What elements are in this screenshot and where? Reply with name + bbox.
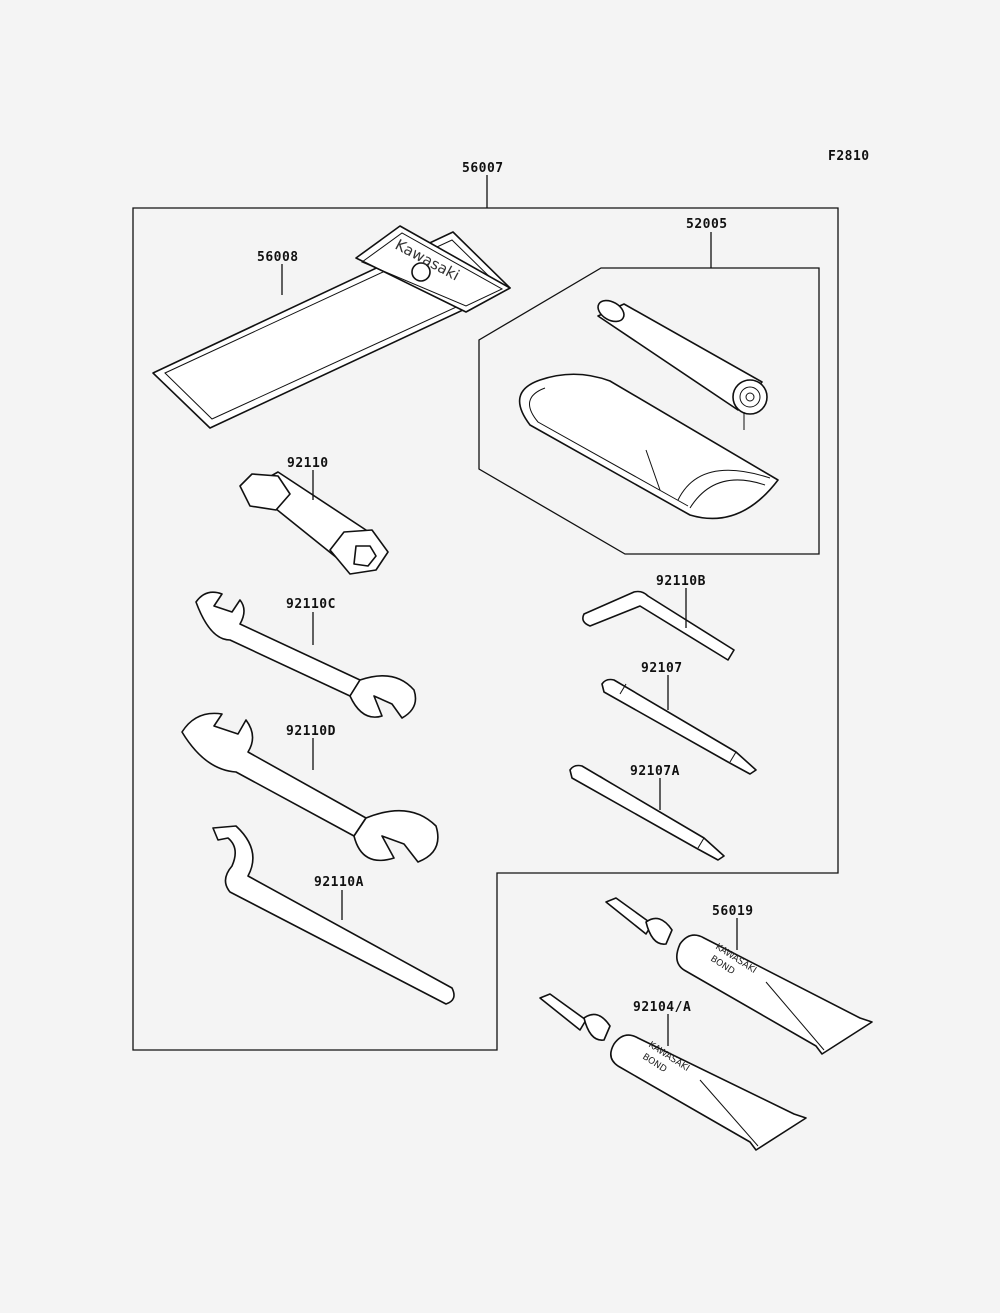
bond-tube-2-illustration: KAWASAKI BOND [539,993,807,1151]
part-label-92107[interactable]: 92107 [641,661,683,676]
part-label-92104A[interactable]: 92104/A [633,1000,691,1015]
screwdriver-shaft-a-illustration [569,764,725,861]
part-label-52005[interactable]: 52005 [686,217,728,232]
snap-button-icon [411,262,431,282]
pump-pouch-illustration [518,373,779,520]
hook-wrench-illustration [212,825,455,1005]
part-label-92110A[interactable]: 92110A [314,875,364,890]
part-label-92107A[interactable]: 92107A [630,764,680,779]
tool-case-illustration: Kawasaki [152,225,511,429]
plug-wrench-illustration [239,471,389,575]
part-label-56007[interactable]: 56007 [462,161,504,176]
part-label-92110C[interactable]: 92110C [286,597,336,612]
screwdriver-shaft-illustration [601,678,757,775]
pump-illustration [597,299,768,430]
wrench-c-illustration [195,591,417,719]
hex-key-illustration [582,590,735,661]
pump-kit-outline [478,232,820,555]
part-label-56008[interactable]: 56008 [257,250,299,265]
kit-outline [132,175,839,1051]
part-label-92110[interactable]: 92110 [287,456,329,471]
part-label-56019[interactable]: 56019 [712,904,754,919]
bond-tube-illustration: KAWASAKI BOND [605,897,873,1055]
part-label-92110D[interactable]: 92110D [286,724,336,739]
part-label-92110B[interactable]: 92110B [656,574,706,589]
figure-code: F2810 [828,149,870,164]
wrench-d-illustration [181,712,439,863]
